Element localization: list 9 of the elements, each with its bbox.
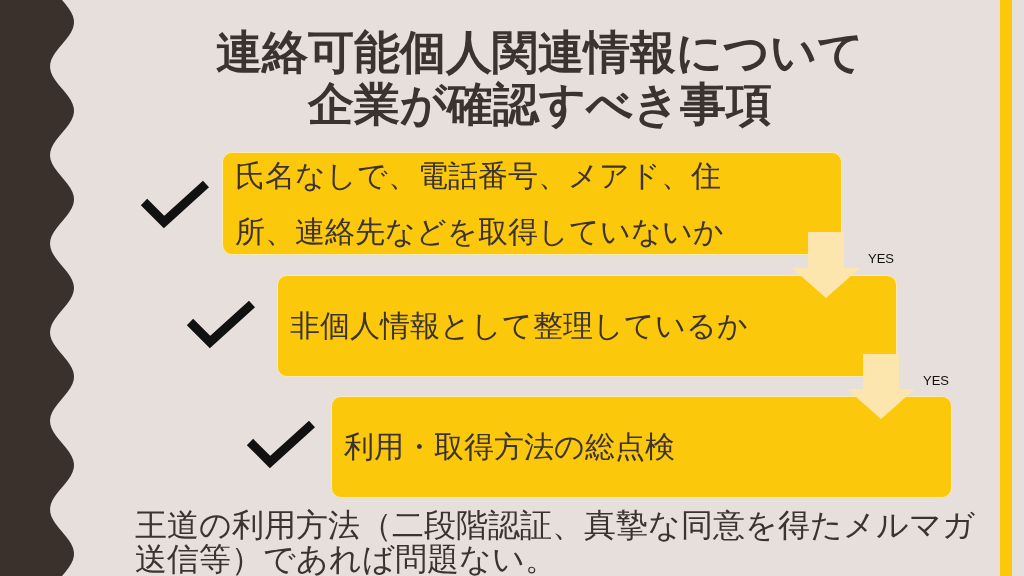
process-box: 氏名なしで、電話番号、メアド、住所、連絡先などを取得していないか bbox=[222, 152, 842, 255]
down-arrow bbox=[847, 354, 915, 419]
title: 連絡可能個人関連情報について企業が確認すべき事項 bbox=[215, 26, 865, 130]
process-box: 非個人情報として整理しているか bbox=[277, 275, 897, 377]
down-arrow bbox=[792, 232, 860, 298]
edge-label: YES bbox=[923, 373, 949, 388]
process-box: 利用・取得方法の総点検 bbox=[331, 396, 952, 498]
edge-label: YES bbox=[868, 251, 894, 266]
note-text: 王道の利用方法（二段階認証、真摯な同意を得たメルマガ送信等）であれば問題ない。 bbox=[135, 508, 976, 576]
